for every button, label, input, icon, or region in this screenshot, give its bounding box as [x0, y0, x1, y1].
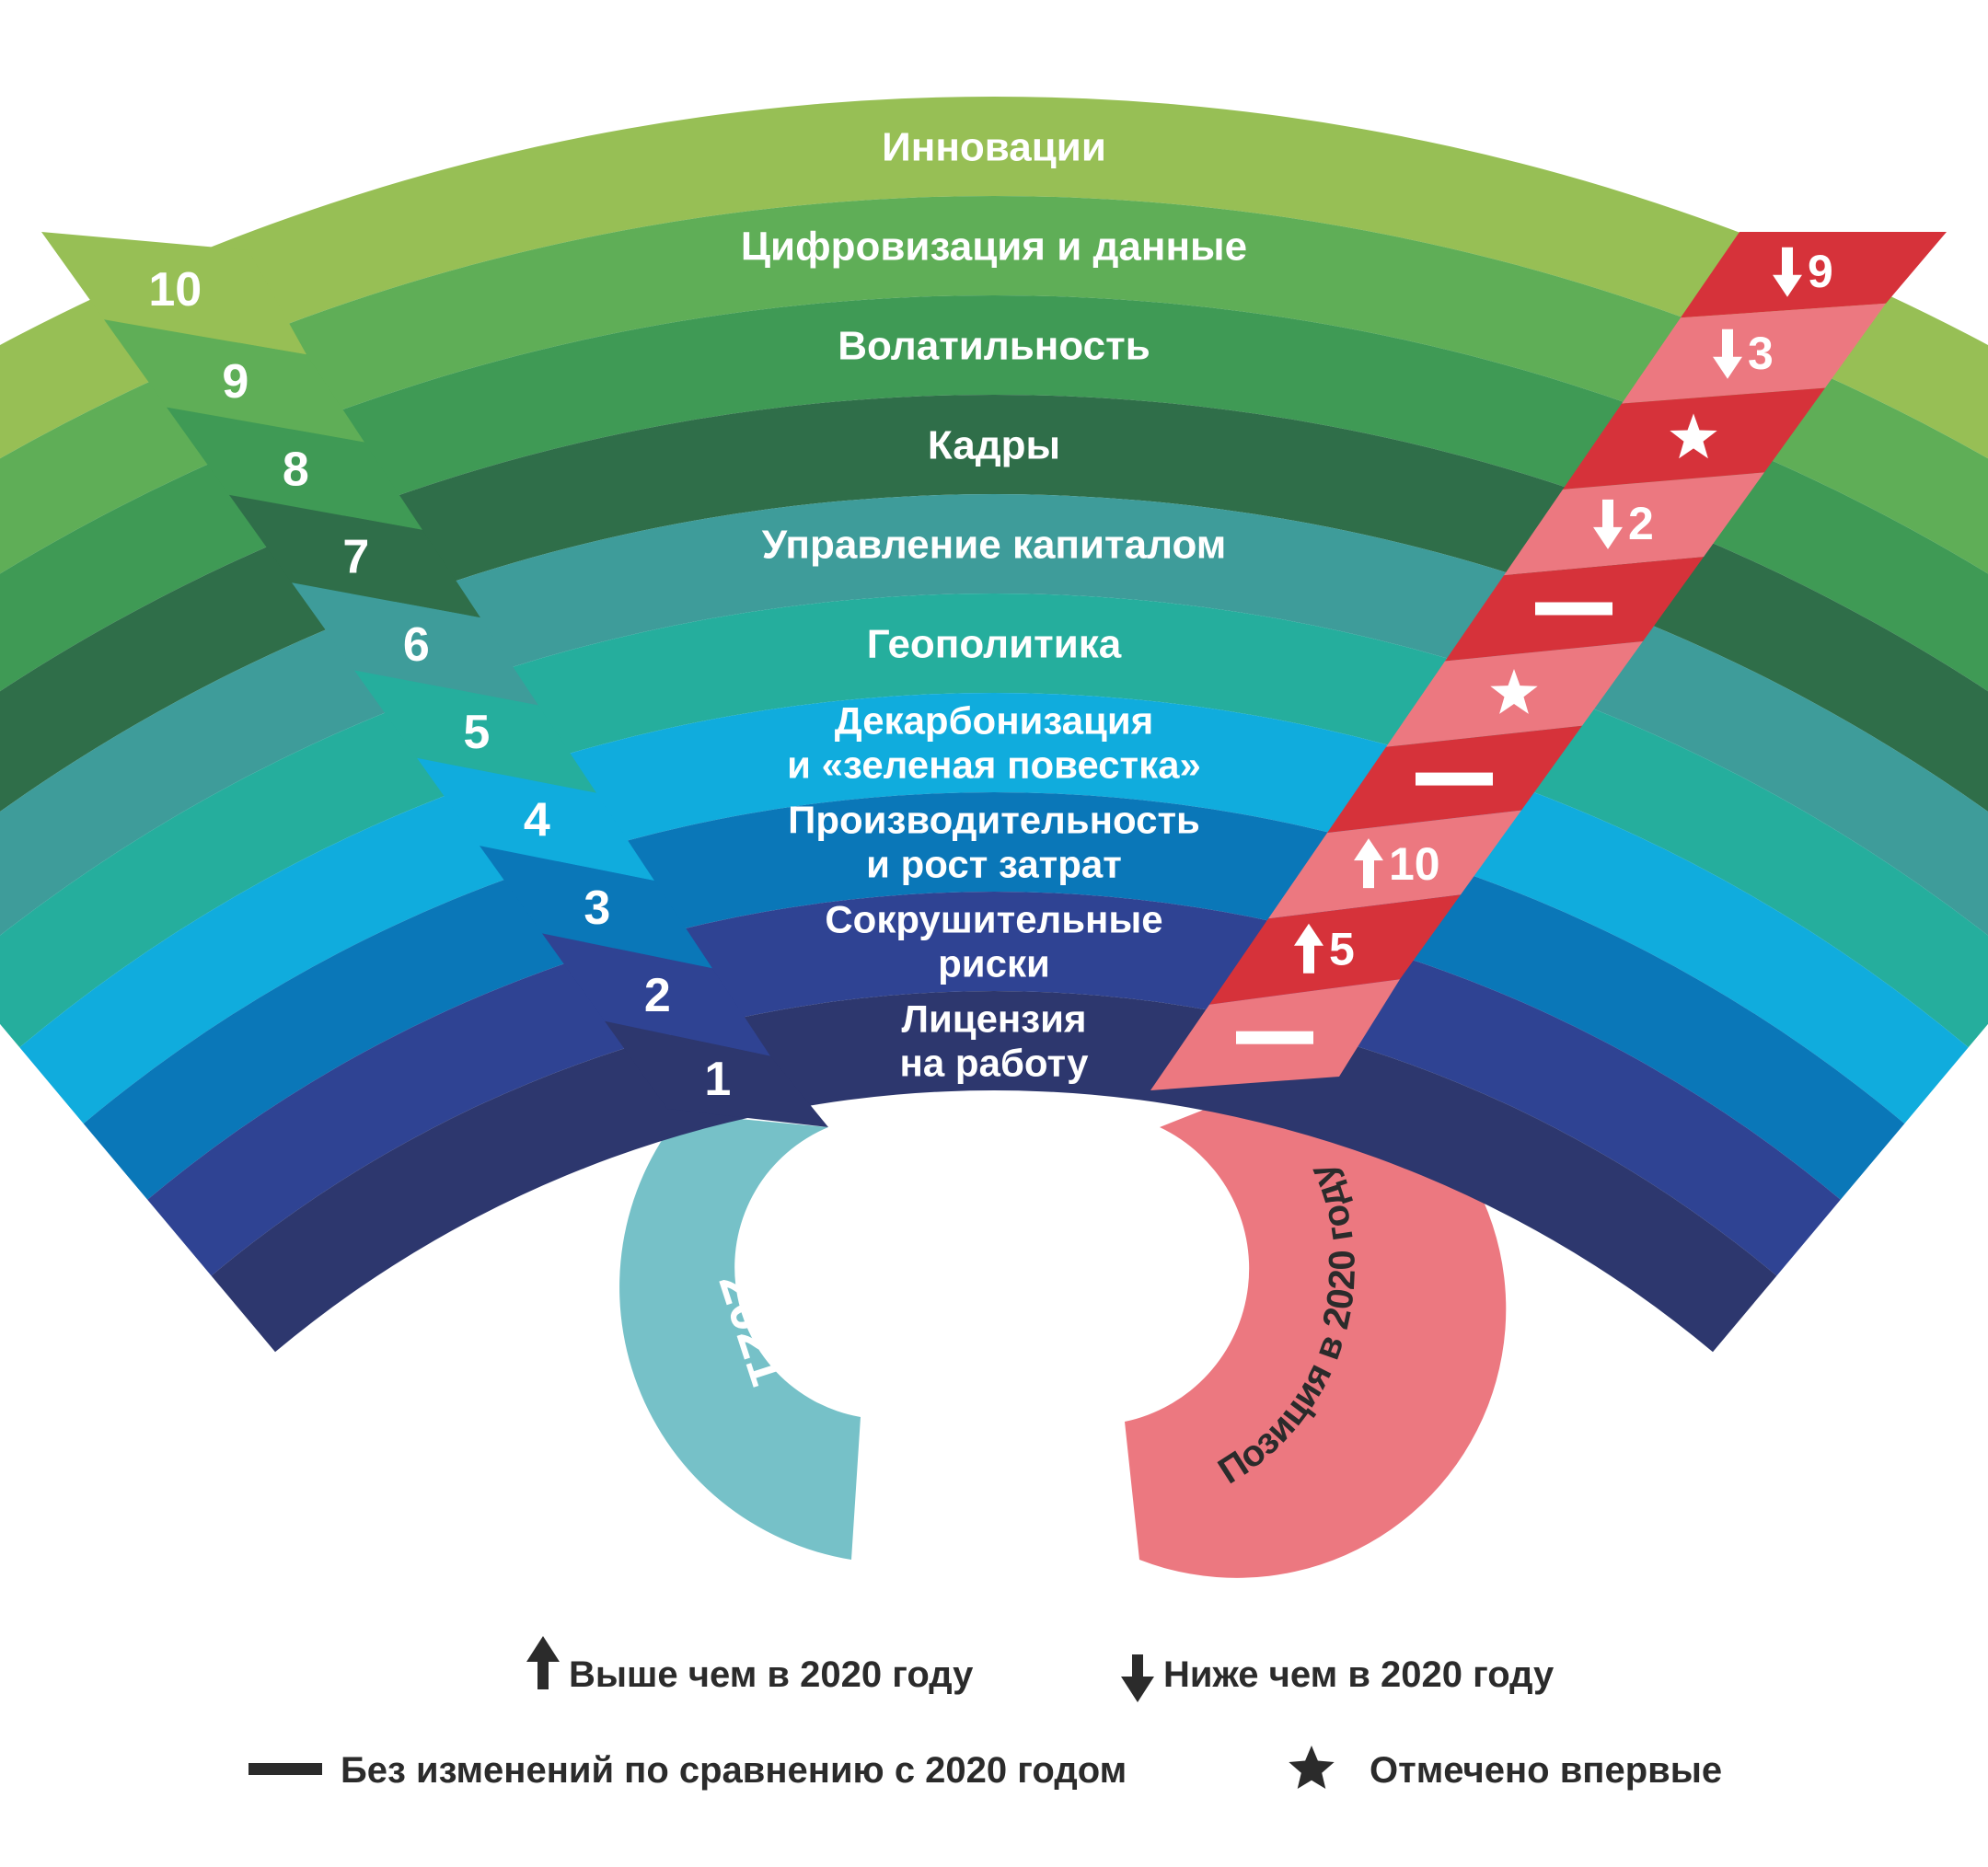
ribbon-segment	[480, 846, 712, 969]
risk-label: Декарбонизация	[835, 699, 1153, 743]
risk-label: Производительность	[788, 799, 1200, 842]
ribbon-segment	[292, 582, 538, 706]
arrow-down-icon	[1121, 1654, 1154, 1702]
prev-position-number: 3	[1748, 328, 1774, 379]
dash-icon	[248, 1763, 322, 1775]
ribbon-segment	[104, 319, 364, 443]
star-icon	[1670, 413, 1717, 459]
rank-number: 4	[524, 793, 550, 847]
legend-same: Без изменений по сравнению с 2020 годом	[248, 1750, 1127, 1791]
legend-down-label: Ниже чем в 2020 году	[1163, 1654, 1555, 1695]
risk-label: Геополитика	[867, 621, 1122, 666]
star-icon	[1289, 1746, 1335, 1789]
risk-label: на работу	[900, 1042, 1090, 1085]
rank-number: 5	[463, 706, 490, 759]
dash-icon	[1535, 602, 1612, 616]
rank-number: 7	[342, 531, 369, 584]
ribbon-segment	[167, 407, 422, 530]
arrow-up-icon	[526, 1636, 560, 1689]
rank-number: 2	[644, 969, 671, 1022]
arrow-up-icon	[1294, 923, 1323, 974]
position-2020-arc	[1125, 1058, 1507, 1578]
legend-up: Выше чем в 2020 году	[526, 1636, 974, 1695]
ribbon-segment	[1504, 472, 1764, 576]
dash-icon	[1236, 1031, 1313, 1044]
prev-position-number: 2	[1628, 498, 1654, 549]
ribbon-segment	[354, 670, 596, 793]
arrow-down-icon	[1773, 247, 1802, 297]
risk-label: Волатильность	[838, 323, 1150, 368]
arrow-down-icon	[1593, 499, 1623, 549]
legend: Выше чем в 2020 году Ниже чем в 2020 год…	[248, 1636, 1722, 1791]
fan-band-1	[211, 990, 1777, 1353]
legend-new: Отмечено впервые	[1289, 1746, 1722, 1791]
arrow-down-icon	[1713, 328, 1742, 379]
rank-number: 9	[222, 355, 248, 409]
risk-label: Цифровизация и данные	[741, 224, 1247, 269]
legend-down: Ниже чем в 2020 году	[1121, 1654, 1555, 1702]
rank-number: 6	[403, 618, 430, 672]
fan-band-8	[0, 295, 1988, 692]
risk-label: и «зеленая повестка»	[787, 743, 1201, 787]
prev-position-number: 10	[1389, 838, 1440, 890]
fan-band-2	[147, 892, 1841, 1276]
star-icon	[1490, 669, 1538, 714]
arrow-up-icon	[1354, 838, 1383, 889]
rank-number: 10	[148, 263, 202, 317]
prev-position-number: 9	[1808, 246, 1833, 297]
ribbon-segment	[1268, 810, 1521, 919]
year-2021-arc	[619, 1113, 861, 1560]
risk-label: Инновации	[882, 124, 1106, 169]
fan-band-7	[0, 395, 1988, 812]
ribbon-segment	[417, 757, 654, 882]
ribbon-segment	[1622, 303, 1886, 404]
risk-label: Кадры	[928, 422, 1060, 467]
legend-up-label: Выше чем в 2020 году	[569, 1654, 974, 1695]
ribbon-segment	[605, 1020, 828, 1127]
risk-label: и рост затрат	[866, 843, 1122, 886]
legend-new-label: Отмечено впервые	[1370, 1750, 1722, 1791]
risk-label: риски	[938, 942, 1050, 985]
rank-number: 1	[704, 1053, 731, 1106]
ribbon-segment	[41, 232, 306, 355]
prev-position-number: 5	[1329, 924, 1355, 975]
ribbon-segment	[1209, 894, 1461, 1005]
legend-same-label: Без изменений по сравнению с 2020 годом	[341, 1750, 1127, 1791]
ribbon-segment	[229, 494, 480, 618]
ribbon-segment	[1681, 232, 1947, 318]
risk-label: Сокрушительные	[825, 898, 1162, 941]
rank-number: 8	[283, 443, 309, 496]
risk-label: Лицензия	[901, 997, 1086, 1041]
fan-band-10	[0, 97, 1988, 459]
position-2020-ribbon: 93 2 10 5	[1150, 232, 1947, 1090]
ribbon-segment	[542, 933, 770, 1056]
dash-icon	[1416, 772, 1493, 786]
fan-band-9	[0, 196, 1988, 574]
risk-label: Управление капиталом	[762, 522, 1227, 567]
rank-number: 3	[584, 882, 610, 935]
